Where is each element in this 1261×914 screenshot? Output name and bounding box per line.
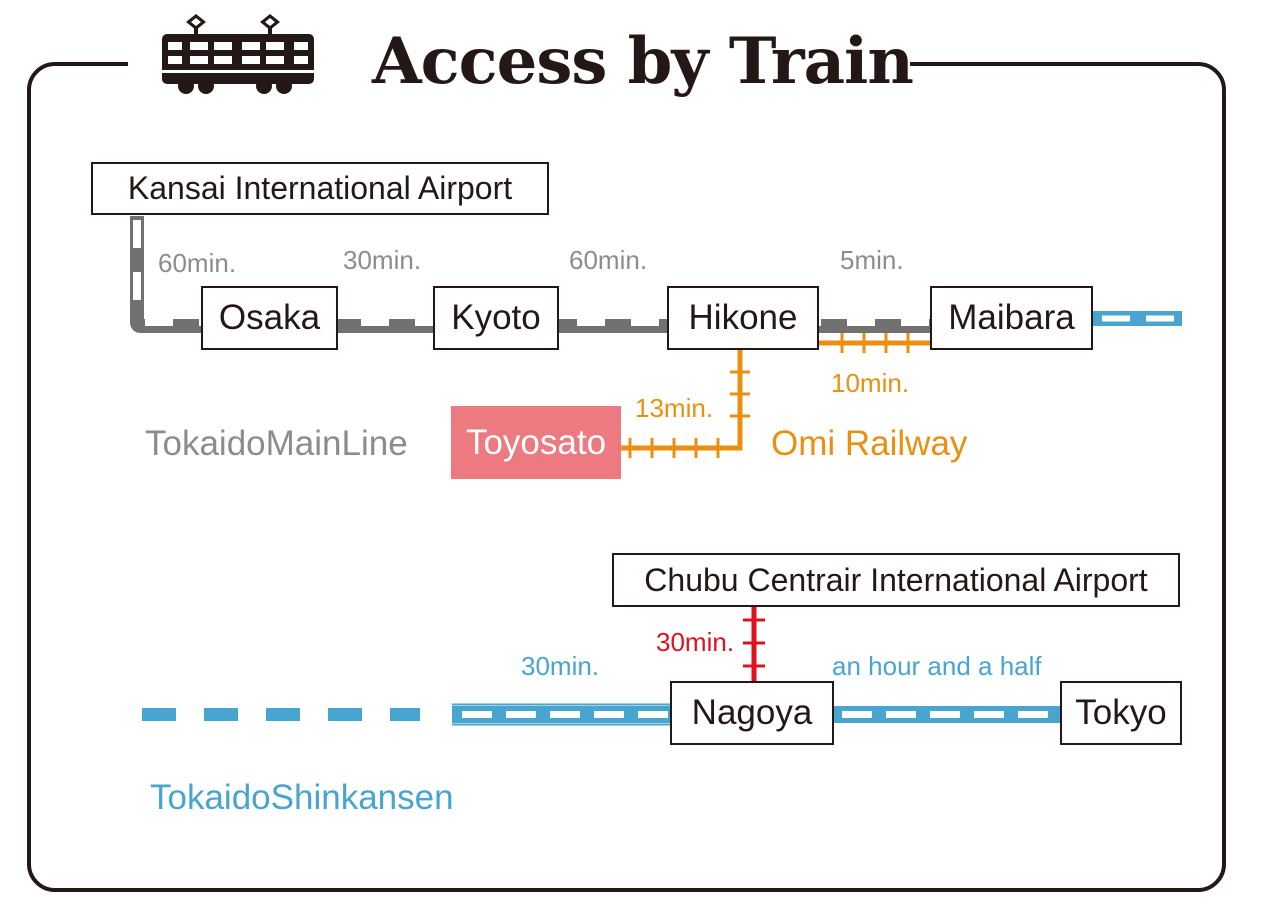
station-nagoya: Nagoya <box>670 681 834 745</box>
line-name-tokaido-main: TokaidoMainLine <box>145 424 408 463</box>
station-label: Hikone <box>688 298 798 337</box>
station-osaka: Osaka <box>201 286 338 350</box>
station-label: Chubu Centrair International Airport <box>644 561 1148 598</box>
station-label: Kyoto <box>451 298 541 337</box>
station-kyoto: Kyoto <box>433 286 559 350</box>
line-name-shinkansen: TokaidoShinkansen <box>150 778 454 817</box>
station-toyosato: Toyosato <box>451 406 621 479</box>
station-hikone: Hikone <box>667 286 819 350</box>
time-hikone-maibara: 5min. <box>840 245 904 275</box>
time-osaka-kyoto: 30min. <box>343 245 422 275</box>
station-tokyo: Tokyo <box>1060 681 1182 745</box>
line-name-omi-railway: Omi Railway <box>771 424 968 463</box>
station-chubu-airport: Chubu Centrair International Airport <box>612 553 1180 607</box>
meitetsu-airport-line <box>743 607 765 682</box>
time-nagoya-tokyo: an hour and a half <box>832 651 1042 681</box>
train-icon <box>162 14 314 94</box>
omi-railway-line <box>620 333 932 458</box>
station-label: Kansai International Airport <box>127 170 513 206</box>
station-label: Maibara <box>948 298 1075 337</box>
station-kansai-airport: Kansai International Airport <box>91 162 549 215</box>
page-title: Access by Train <box>372 24 914 99</box>
station-label: Toyosato <box>465 422 607 462</box>
tokaido-shinkansen-line <box>142 703 1062 726</box>
time-hikone-toyosato: 13min. <box>635 393 714 423</box>
time-maibara-omi: 10min. <box>831 368 910 398</box>
station-label: Osaka <box>218 298 321 337</box>
maibara-east-shinkansen-line <box>1092 311 1182 326</box>
time-kyoto-hikone: 60min. <box>569 245 648 275</box>
station-label: Tokyo <box>1075 693 1167 732</box>
station-maibara: Maibara <box>930 286 1093 350</box>
time-kansai-osaka: 60min. <box>158 248 237 278</box>
time-chubu-nagoya: 30min. <box>656 627 735 657</box>
time-shinkansen-nagoya: 30min. <box>521 651 600 681</box>
station-label: Nagoya <box>691 693 813 732</box>
